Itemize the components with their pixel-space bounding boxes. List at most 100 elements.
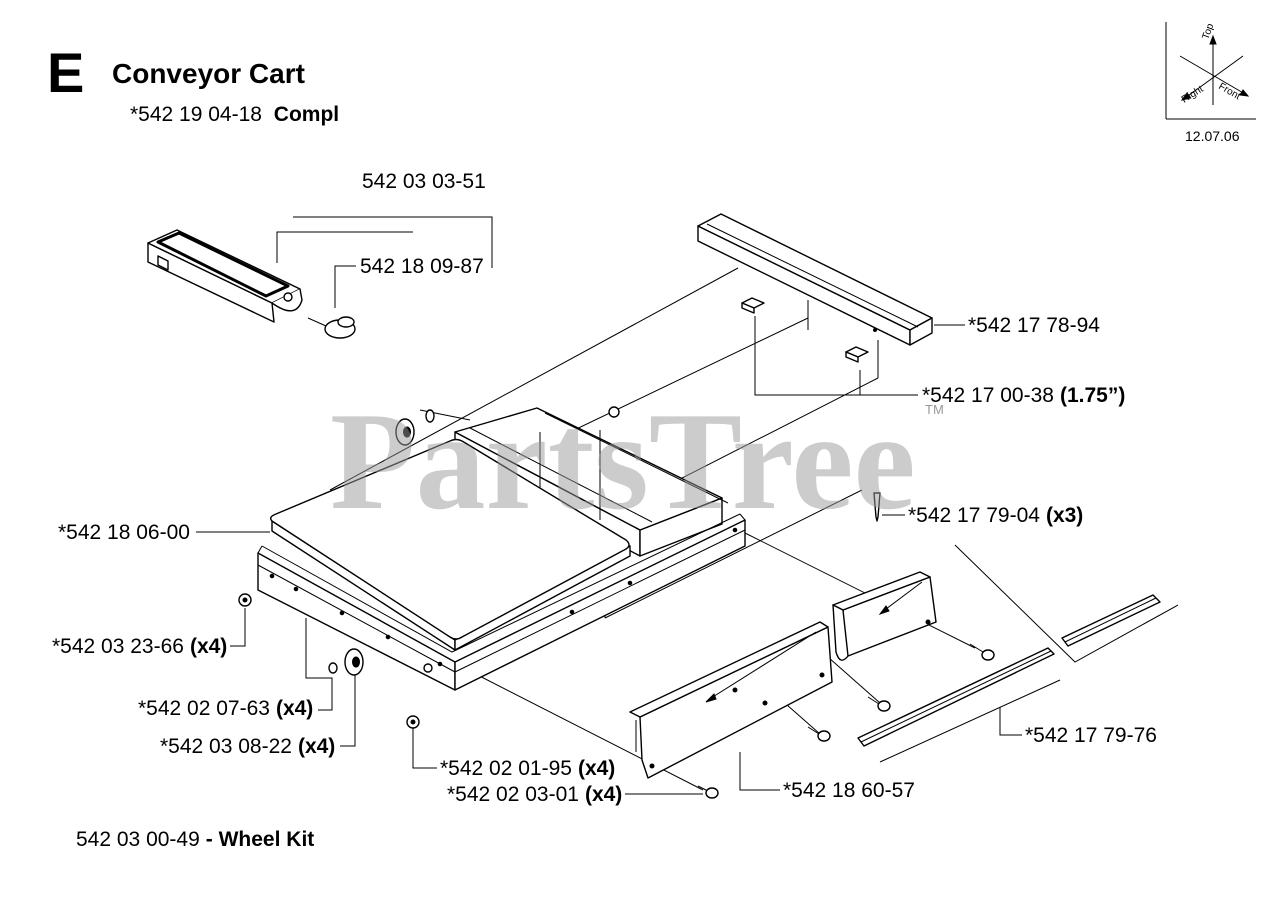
part-label: *542 17 00-38(1.75”) — [922, 384, 1125, 407]
cart-inner-lip — [261, 513, 741, 653]
bolt-shaft — [867, 696, 880, 705]
kit-suffix: - Wheel Kit — [206, 828, 315, 851]
part-number: *542 18 60-57 — [783, 779, 915, 802]
tray-board — [269, 438, 631, 651]
rail-hole — [873, 328, 877, 332]
rail-front-face — [697, 225, 911, 346]
spacer-block-side — [741, 302, 755, 314]
rail-top-face — [697, 213, 933, 331]
front-axis — [1179, 55, 1246, 95]
nut-icon — [423, 663, 433, 673]
handle-bracket — [147, 229, 303, 323]
bolt-head-icon — [817, 730, 831, 742]
bolt-shaft — [969, 643, 984, 653]
wheel-hub-icon — [352, 656, 360, 668]
part-number: *542 02 07-63 — [138, 697, 270, 720]
part-label: *542 18 60-57 — [783, 779, 915, 802]
part-quantity: (x4) — [276, 697, 313, 720]
flat-strips — [857, 594, 1161, 747]
nut-icon — [608, 406, 620, 418]
frame-hole — [732, 527, 738, 533]
orientation-right-label: Right — [1180, 84, 1206, 106]
part-number: *542 03 08-22 — [160, 735, 292, 758]
part-label: *542 02 01-95(x4) — [440, 757, 615, 780]
leader-line — [754, 316, 918, 396]
section-letter: E — [47, 41, 84, 104]
part-number: *542 17 78-94 — [968, 314, 1100, 337]
kit-number: 542 03 00-49 — [76, 828, 200, 851]
bolt-head-icon — [981, 649, 995, 661]
arrow-icon — [878, 605, 890, 615]
right-arrow-icon — [1180, 92, 1191, 101]
part-quantity: (x3) — [1046, 504, 1083, 527]
part-number: *542 17 79-76 — [1025, 724, 1157, 747]
part-number: *542 18 06-00 — [58, 521, 190, 544]
part-number: *542 02 03-01 — [447, 783, 579, 806]
projection-line — [954, 544, 1179, 663]
assembly-label: *542 19 04-18 Compl — [130, 103, 339, 126]
handle-top-recess — [156, 231, 290, 298]
projection-line — [329, 267, 739, 491]
front-arrow-icon — [1239, 89, 1250, 97]
part-label: *542 17 79-04 (x3) — [908, 504, 1083, 527]
bolt-head-icon — [705, 787, 719, 799]
pad-block-edge — [544, 412, 729, 504]
bracket-hook — [832, 604, 849, 661]
bracket-hole — [925, 619, 931, 625]
orientation-front-label: Front — [1217, 81, 1243, 102]
bracket-hole — [819, 672, 825, 678]
projection-line — [604, 489, 863, 619]
washer-icon — [328, 662, 338, 674]
part-label: *542 02 03-01 (x4) — [447, 783, 622, 806]
spacer-block-side — [845, 351, 859, 363]
frame-hole — [269, 573, 275, 579]
thumb-screw-shaft — [307, 317, 327, 327]
part-label: *542 03 23-66(x4) — [52, 635, 227, 658]
frame-hole — [385, 634, 391, 640]
right-axis — [1184, 55, 1244, 99]
thumb-screw-wing — [337, 316, 355, 328]
board-top-face — [269, 438, 630, 640]
diagram-date: 12.07.06 — [1185, 128, 1240, 144]
kit-label: 542 03 00-49 - Wheel Kit — [76, 828, 314, 851]
part-quantity: (x4) — [298, 735, 335, 758]
cart-right-side-face — [454, 519, 746, 691]
flat-strip-edge — [860, 650, 1052, 743]
nut-hole-icon — [410, 719, 416, 725]
bracket-hole — [649, 763, 655, 769]
leader-line — [276, 231, 413, 263]
part-label: *542 18 06-00 — [58, 521, 190, 544]
assembly-suffix: Compl — [274, 103, 339, 126]
orientation-top-label: Top — [1200, 22, 1216, 41]
assembly-number: *542 19 04-18 — [130, 103, 262, 126]
flat-strip-edge — [1064, 597, 1157, 643]
leader-line — [293, 216, 493, 268]
orientation-indicator: Top Right Front 12.07.06 — [1165, 22, 1256, 144]
part-label: *542 17 78-94 — [968, 314, 1100, 337]
bracket-arrow-line — [881, 581, 923, 613]
projection-line — [879, 679, 1061, 763]
watermark-trademark: TM — [925, 402, 944, 417]
rail-part — [697, 213, 933, 346]
leader-line — [230, 608, 246, 647]
part-label: *542 03 08-22 (x4) — [160, 735, 335, 758]
frame-hole — [437, 661, 443, 667]
cart-frame — [257, 513, 746, 691]
pad-block-top-face — [454, 407, 723, 531]
leader-line — [334, 265, 356, 308]
part-number: 542 03 03-51 — [362, 170, 486, 193]
top-arrow-icon — [1209, 34, 1217, 45]
part-quantity: (x4) — [585, 783, 622, 806]
arrow-icon — [705, 693, 717, 703]
frame-hole — [339, 610, 345, 616]
watermark: PartsTree — [330, 384, 916, 539]
part-number: *542 02 01-95 — [440, 757, 572, 780]
frame-hole — [569, 609, 575, 615]
part-labels: 542 03 03-51 542 18 09-87 *542 17 78-94 … — [52, 170, 1157, 851]
spacer-blocks — [741, 297, 869, 363]
leader-line — [739, 752, 780, 791]
part-label: 542 03 03-51 — [362, 170, 486, 193]
part-label: 542 18 09-87 — [360, 255, 484, 278]
part-number: *542 17 79-04 — [908, 504, 1040, 527]
bracket-hole — [732, 687, 738, 693]
